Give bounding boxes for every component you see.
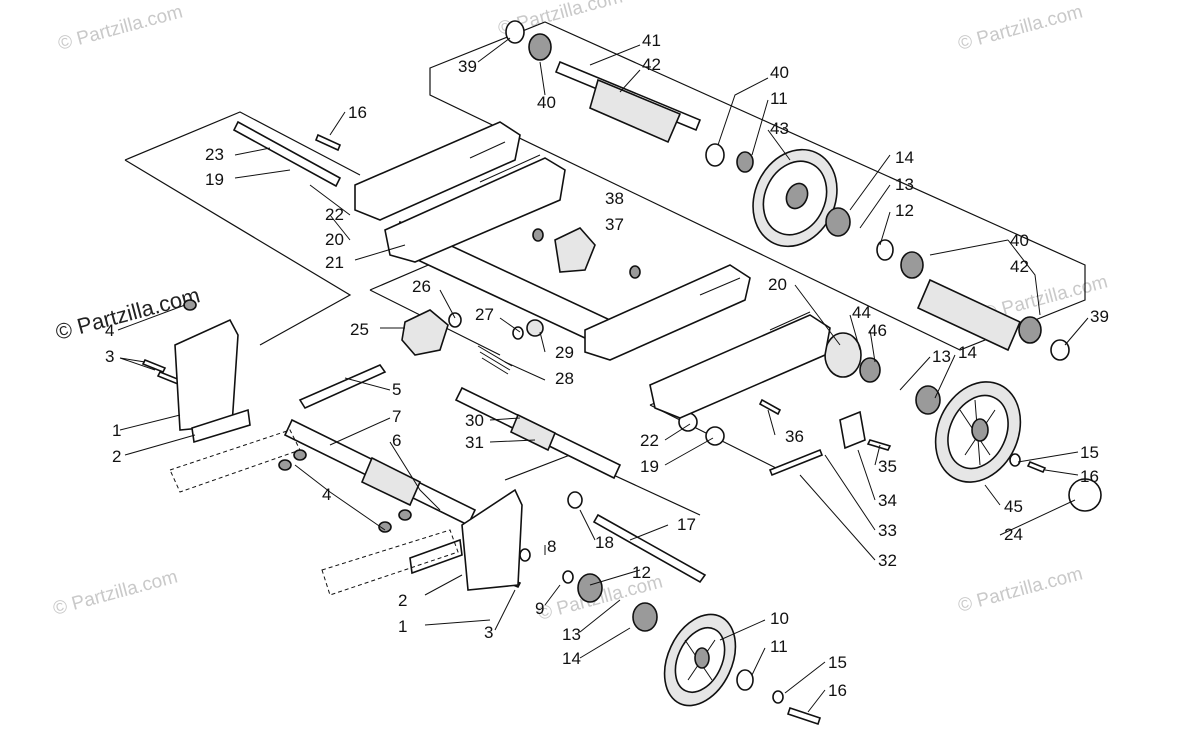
label-13: 13 [562,625,581,644]
label-6: 6 [392,431,401,450]
label-22: 22 [640,431,659,450]
label-7: 7 [392,407,401,426]
label-14: 14 [562,649,581,668]
label-42: 42 [1010,257,1029,276]
label-31: 31 [465,433,484,452]
label-2: 2 [112,447,121,466]
label-37: 37 [605,215,624,234]
slide-rails [169,429,459,596]
mount-bracket-left [174,318,251,444]
idler-wheel-45 [934,381,1022,483]
label-18: 18 [595,533,614,552]
label-13: 13 [932,347,951,366]
watermark-top-left: © Partzilla.com [56,1,185,54]
label-46: 46 [868,321,887,340]
label-13: 13 [895,175,914,194]
idler-wheel-43 [752,148,838,248]
label-12: 12 [632,563,651,582]
label-32: 32 [878,551,897,570]
label-10: 10 [770,609,789,628]
label-9: 9 [535,599,544,618]
label-30: 30 [465,411,484,430]
swing-arm-left [354,121,566,263]
mount-bracket-right [409,488,523,591]
label-45: 45 [1004,497,1023,516]
label-3: 3 [484,623,493,642]
label-33: 33 [878,521,897,540]
callout-labels: 39 40 41 42 40 11 43 16 23 19 22 20 21 3… [105,31,1109,700]
watermark-bottom-right: © Partzilla.com [956,563,1085,616]
label-1: 1 [112,421,121,440]
leader-lines [117,37,1089,713]
label-4: 4 [322,485,331,504]
label-15: 15 [1080,443,1099,462]
label-29: 29 [555,343,574,362]
label-40: 40 [770,63,789,82]
label-26: 26 [412,277,431,296]
label-34: 34 [878,491,897,510]
label-41: 41 [642,31,661,50]
misc-parts [401,227,866,450]
label-40: 40 [537,93,556,112]
label-38: 38 [605,189,624,208]
watermark-top-right: © Partzilla.com [956,1,1085,54]
label-43: 43 [770,119,789,138]
label-17: 17 [677,515,696,534]
label-2: 2 [398,591,407,610]
label-25: 25 [350,320,369,339]
label-28: 28 [555,369,574,388]
label-39: 39 [1090,307,1109,326]
label-19: 19 [640,457,659,476]
label-15: 15 [828,653,847,672]
label-16: 16 [348,103,367,122]
swing-arm-right [584,264,831,419]
label-27: 27 [475,305,494,324]
label-42: 42 [642,55,661,74]
watermark-left-dark: © Partzilla.com [53,282,203,345]
label-14: 14 [958,343,977,362]
label-14: 14 [895,148,914,167]
label-16: 16 [1080,467,1099,486]
label-44: 44 [852,303,871,322]
label-36: 36 [785,427,804,446]
shafts [141,60,1047,726]
label-24: 24 [1004,525,1023,544]
label-3: 3 [105,347,114,366]
label-40: 40 [1010,231,1029,250]
label-11: 11 [770,637,788,656]
label-23: 23 [205,145,224,164]
label-1: 1 [398,617,407,636]
watermark-bottom-left: © Partzilla.com [51,566,180,619]
label-20: 20 [768,275,787,294]
label-16: 16 [828,681,847,700]
label-19: 19 [205,170,224,189]
label-35: 35 [878,457,897,476]
label-39: 39 [458,57,477,76]
label-12: 12 [895,201,914,220]
label-21: 21 [325,253,344,272]
label-20: 20 [325,230,344,249]
label-5: 5 [392,380,401,399]
label-22: 22 [325,205,344,224]
idler-wheel-10 [663,613,737,707]
label-4: 4 [105,321,114,340]
label-8: 8 [547,537,556,556]
label-11: 11 [770,89,788,108]
